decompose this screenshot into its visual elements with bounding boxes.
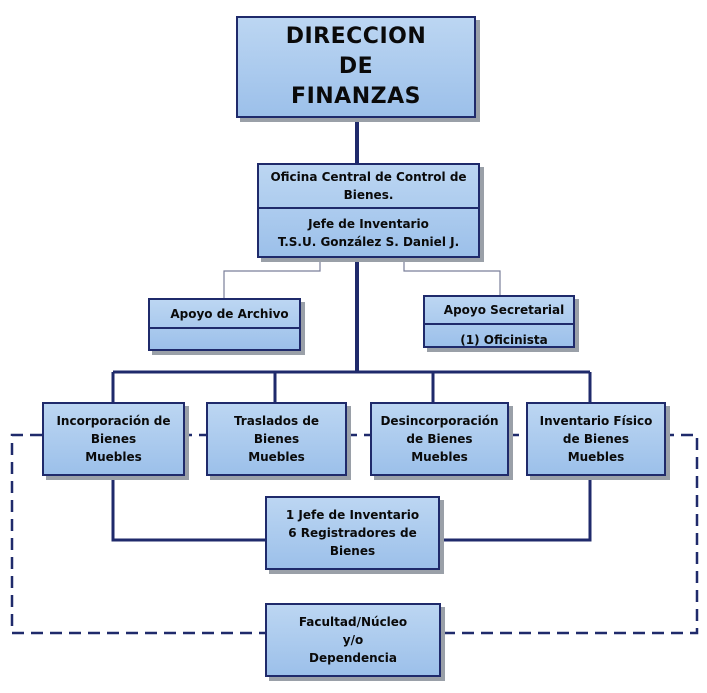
title-line-1: DIRECCION	[285, 24, 427, 49]
title-line-2: DE	[338, 54, 374, 79]
title-line-3: FINANZAS	[291, 84, 421, 109]
secretarial-support-label: Apoyo Secretarial	[443, 303, 565, 317]
secretarial-support-staff: (1) Oficinista	[460, 333, 548, 346]
staff-link-right	[440, 476, 592, 542]
central-office-name: Oficina Central de Control de Bienes.	[259, 165, 478, 209]
department-incorporacion: Incorporación de Bienes Muebles	[42, 402, 185, 476]
secretarial-support-box: Apoyo Secretarial (1) Oficinista	[423, 295, 575, 348]
department-traslados: Traslados de Bienes Muebles	[206, 402, 347, 476]
department-inventario-fisico: Inventario Físico de Bienes Muebles	[526, 402, 666, 476]
department-desincorporacion: Desincorporación de Bienes Muebles	[370, 402, 509, 476]
staff-link-left	[111, 476, 265, 542]
central-office-head: Jefe de Inventario T.S.U. González S. Da…	[277, 216, 460, 249]
faculty-box: Facultad/Núcleo y/o Dependencia	[265, 603, 441, 677]
secretarial-connector	[403, 258, 501, 295]
archive-connector	[223, 258, 321, 298]
staff-box: 1 Jefe de Inventario 6 Registradores de …	[265, 496, 440, 570]
direccion-finanzas-box: DIRECCION DE FINANZAS	[236, 16, 476, 118]
archive-support-box: Apoyo de Archivo	[148, 298, 301, 351]
dashed-connector	[10, 433, 699, 635]
central-office-box: Oficina Central de Control de Bienes. Je…	[257, 163, 480, 258]
archive-support-label: Apoyo de Archivo	[170, 306, 289, 321]
